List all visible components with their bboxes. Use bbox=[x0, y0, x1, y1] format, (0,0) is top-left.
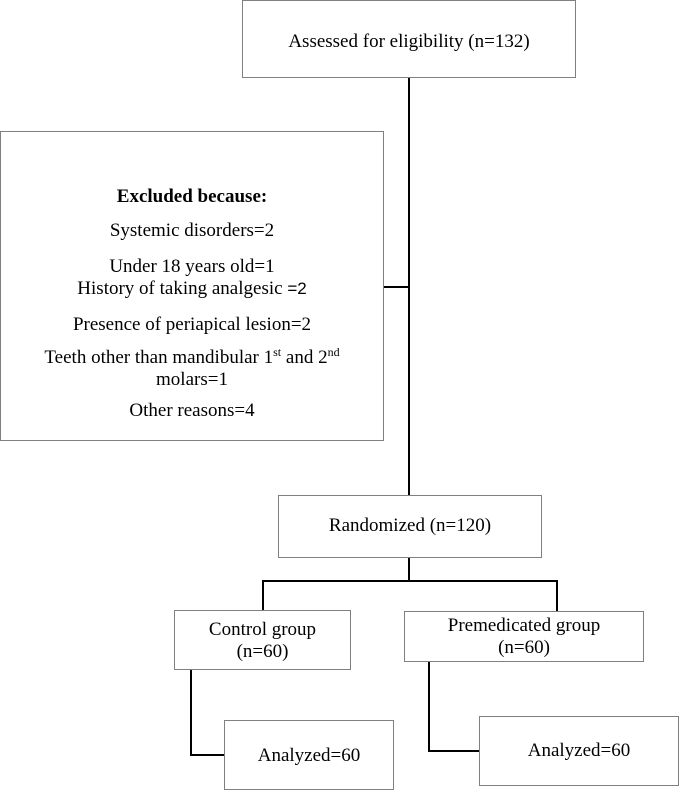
excluded-teeth-part-b: and 2 bbox=[281, 347, 328, 368]
control-group-box: Control group (n=60) bbox=[174, 610, 351, 670]
excluded-teeth-sup-first: st bbox=[273, 345, 282, 359]
excluded-systemic: Systemic disorders=2 bbox=[109, 220, 275, 241]
assessed-label: Assessed for eligibility (n=132) bbox=[288, 31, 530, 52]
excluded-box: Excluded because: Systemic disorders=2 U… bbox=[0, 131, 384, 441]
connector-to-control bbox=[262, 580, 264, 611]
control-group-label-line1: Control group bbox=[208, 619, 317, 640]
excluded-analgesic-value: =2 bbox=[287, 279, 307, 298]
control-group-label-line2: (n=60) bbox=[236, 641, 289, 662]
analyzed-control-box: Analyzed=60 bbox=[224, 720, 394, 790]
analyzed-premedicated-box: Analyzed=60 bbox=[479, 716, 679, 786]
connector-main-vertical bbox=[408, 77, 410, 496]
excluded-analgesic: History of taking analgesic =2 bbox=[1, 278, 383, 300]
excluded-teeth-line2: molars=1 bbox=[156, 369, 228, 390]
connector-exclusion-branch bbox=[383, 286, 409, 288]
premedicated-group-box: Premedicated group (n=60) bbox=[404, 611, 644, 662]
analyzed-control-label: Analyzed=60 bbox=[257, 745, 361, 766]
connector-premedicated-down bbox=[428, 661, 430, 752]
connector-control-analyzed bbox=[190, 754, 225, 756]
connector-control-down bbox=[190, 669, 192, 756]
excluded-analgesic-text: History of taking analgesic bbox=[77, 278, 288, 299]
excluded-teeth-sup-second: nd bbox=[327, 345, 340, 359]
randomized-label: Randomized (n=120) bbox=[328, 515, 492, 536]
excluded-teeth: Teeth other than mandibular 1st and 2nd bbox=[1, 345, 383, 369]
excluded-periapical: Presence of periapical lesion=2 bbox=[72, 314, 312, 335]
excluded-teeth-part-a: Teeth other than mandibular 1 bbox=[44, 347, 274, 368]
analyzed-premedicated-label: Analyzed=60 bbox=[527, 740, 631, 761]
connector-premedicated-analyzed bbox=[428, 750, 480, 752]
excluded-under18: Under 18 years old=1 bbox=[109, 256, 275, 277]
premedicated-group-label-line2: (n=60) bbox=[498, 637, 550, 658]
premedicated-group-label-line1: Premedicated group bbox=[447, 615, 601, 636]
connector-group-split bbox=[262, 580, 558, 582]
connector-randomized-down bbox=[408, 557, 410, 581]
excluded-other: Other reasons=4 bbox=[129, 400, 255, 421]
assessed-box: Assessed for eligibility (n=132) bbox=[242, 0, 576, 78]
excluded-heading: Excluded because: bbox=[116, 186, 268, 207]
randomized-box: Randomized (n=120) bbox=[278, 495, 542, 558]
connector-to-premedicated bbox=[556, 580, 558, 612]
